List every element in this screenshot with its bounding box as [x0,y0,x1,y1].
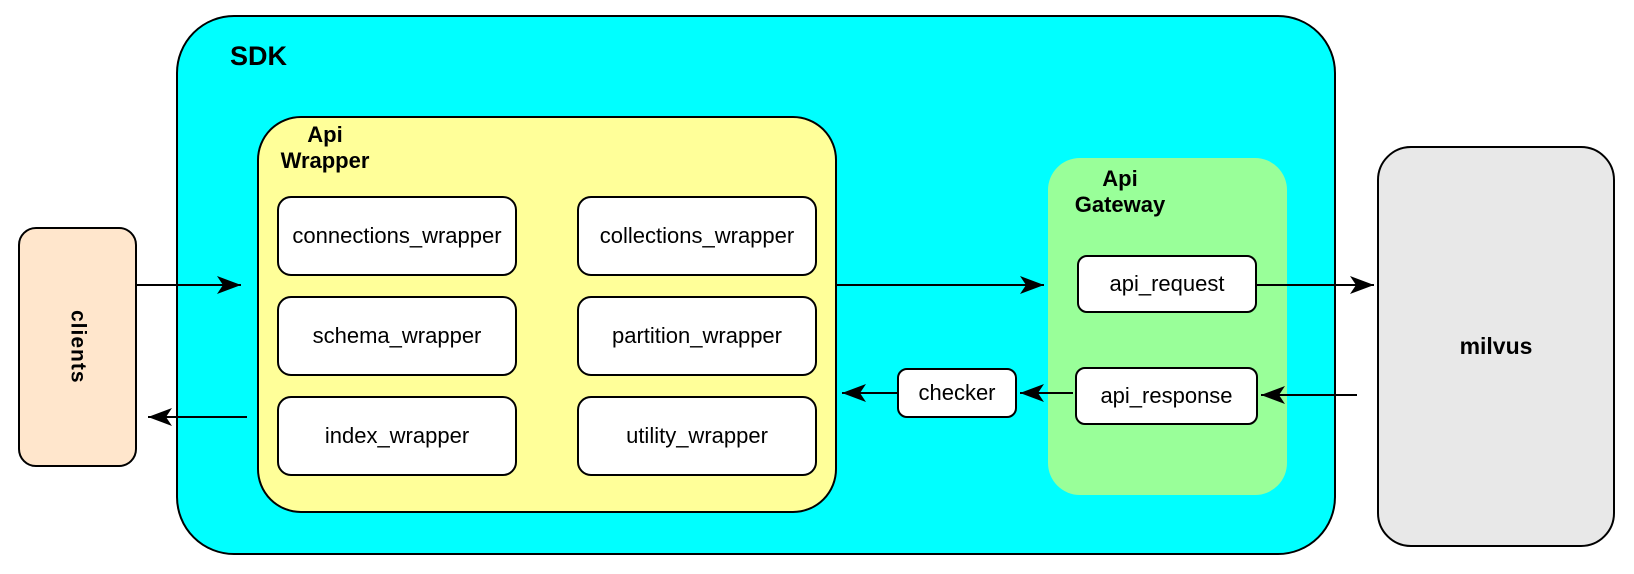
schema-wrapper-label: schema_wrapper [312,323,482,348]
node-schema-wrapper: schema_wrapper [277,296,517,376]
connections-wrapper-label: connections_wrapper [292,223,502,248]
node-clients: clients [18,227,137,467]
checker-label: checker [918,380,996,405]
container-sdk: SDK Api Wrapper connections_wrapper coll… [176,15,1336,555]
container-api-gateway: Api Gateway api_request api_response [1048,158,1287,495]
api-response-label: api_response [1100,383,1233,408]
node-connections-wrapper: connections_wrapper [277,196,517,276]
collections-wrapper-label: collections_wrapper [599,223,795,248]
node-checker: checker [897,368,1017,418]
node-api-response: api_response [1075,367,1258,425]
node-milvus: milvus [1377,146,1615,547]
api-gateway-label: Api Gateway [1074,166,1166,217]
node-partition-wrapper: partition_wrapper [577,296,817,376]
api-wrapper-label: Api Wrapper [280,122,370,173]
partition-wrapper-label: partition_wrapper [612,323,782,348]
container-api-wrapper: Api Wrapper connections_wrapper collecti… [257,116,837,513]
node-index-wrapper: index_wrapper [277,396,517,476]
node-utility-wrapper: utility_wrapper [577,396,817,476]
node-collections-wrapper: collections_wrapper [577,196,817,276]
sdk-label: SDK [230,41,288,71]
clients-label: clients [66,310,90,384]
api-request-label: api_request [1109,271,1225,296]
index-wrapper-label: index_wrapper [324,423,470,448]
utility-wrapper-label: utility_wrapper [626,423,768,448]
node-api-request: api_request [1077,255,1257,313]
milvus-label: milvus [1459,333,1533,359]
